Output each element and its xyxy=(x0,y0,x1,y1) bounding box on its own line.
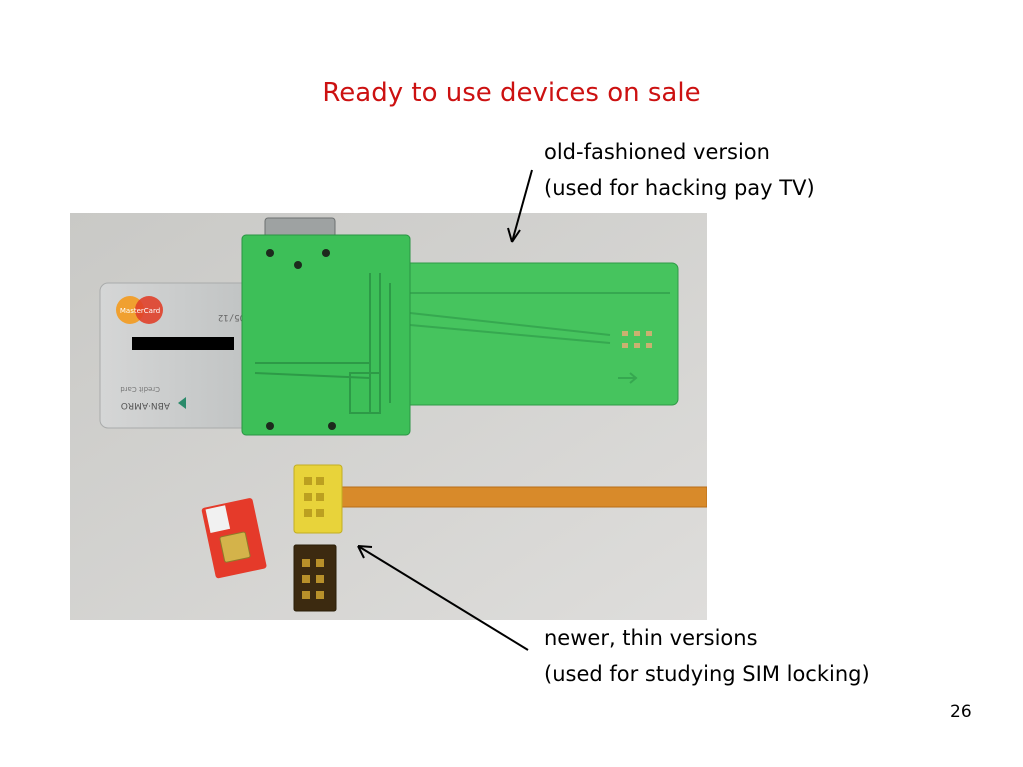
page-number: 26 xyxy=(950,702,972,722)
devices-photo: MasterCard 05/12 Credit Card ABN·AMRO xyxy=(70,213,707,620)
card-type-label: Credit Card xyxy=(120,385,160,393)
pcb-board xyxy=(241,217,411,436)
caption-new-line1: newer, thin versions xyxy=(544,626,758,650)
caption-new-line2: (used for studying SIM locking) xyxy=(544,662,870,686)
caption-old-line2: (used for hacking pay TV) xyxy=(544,176,815,200)
pcb-strip xyxy=(389,262,679,406)
card-expiry: 05/12 xyxy=(218,312,245,322)
caption-old-fashioned: old-fashioned version (used for hacking … xyxy=(544,134,815,206)
sim-adapter-dark xyxy=(293,544,337,612)
card-bank-name: ABN·AMRO xyxy=(121,400,170,410)
bank-logo xyxy=(178,397,186,409)
sim-adapter-yellow xyxy=(293,464,343,534)
sim-card-red xyxy=(201,498,267,579)
mastercard-text: MasterCard xyxy=(120,307,160,315)
slide-title: Ready to use devices on sale xyxy=(322,78,701,108)
mastercard-logo: MasterCard xyxy=(116,296,163,324)
caption-newer: newer, thin versions (used for studying … xyxy=(544,620,870,692)
flex-cable xyxy=(331,486,707,508)
redaction-bar xyxy=(132,337,234,350)
caption-old-line1: old-fashioned version xyxy=(544,140,770,164)
credit-card: MasterCard 05/12 Credit Card ABN·AMRO xyxy=(99,282,261,429)
